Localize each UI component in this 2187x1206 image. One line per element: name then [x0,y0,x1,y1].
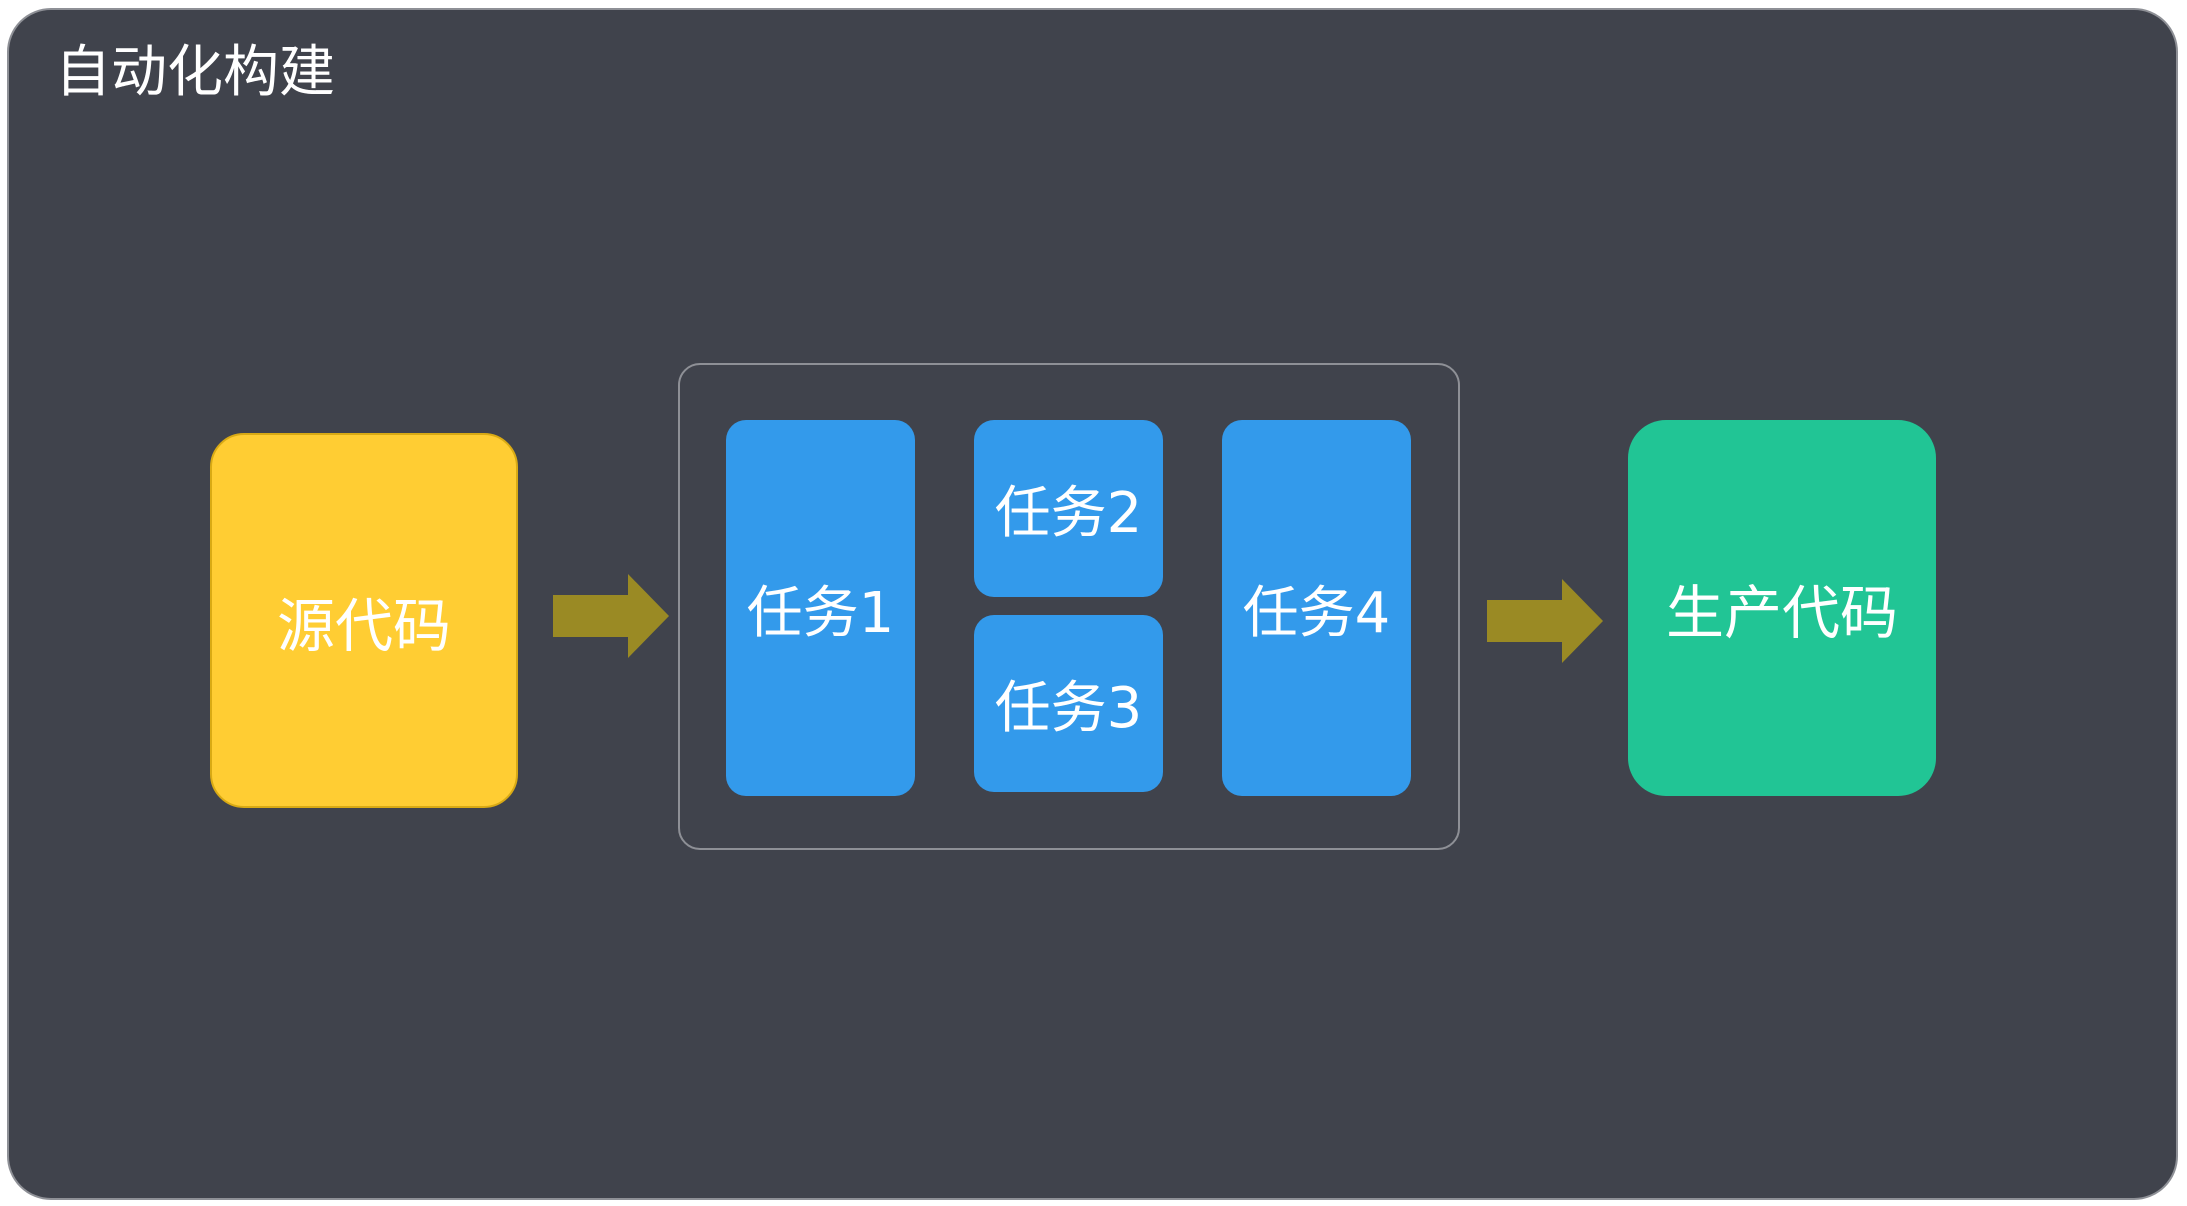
arrow-right-shape [1487,579,1603,663]
task-1-node: 任务1 [726,420,915,796]
source-code-node: 源代码 [210,433,518,808]
task-group [678,363,1460,850]
task-3-node: 任务3 [974,615,1163,792]
task-4-node: 任务4 [1222,420,1411,796]
arrow-right-icon [553,574,669,658]
task-2-node: 任务2 [974,420,1163,597]
production-code-node: 生产代码 [1628,420,1936,796]
arrow-right-icon [1487,579,1603,663]
diagram-title: 自动化构建 [55,40,335,105]
arrow-right-shape [553,574,669,658]
